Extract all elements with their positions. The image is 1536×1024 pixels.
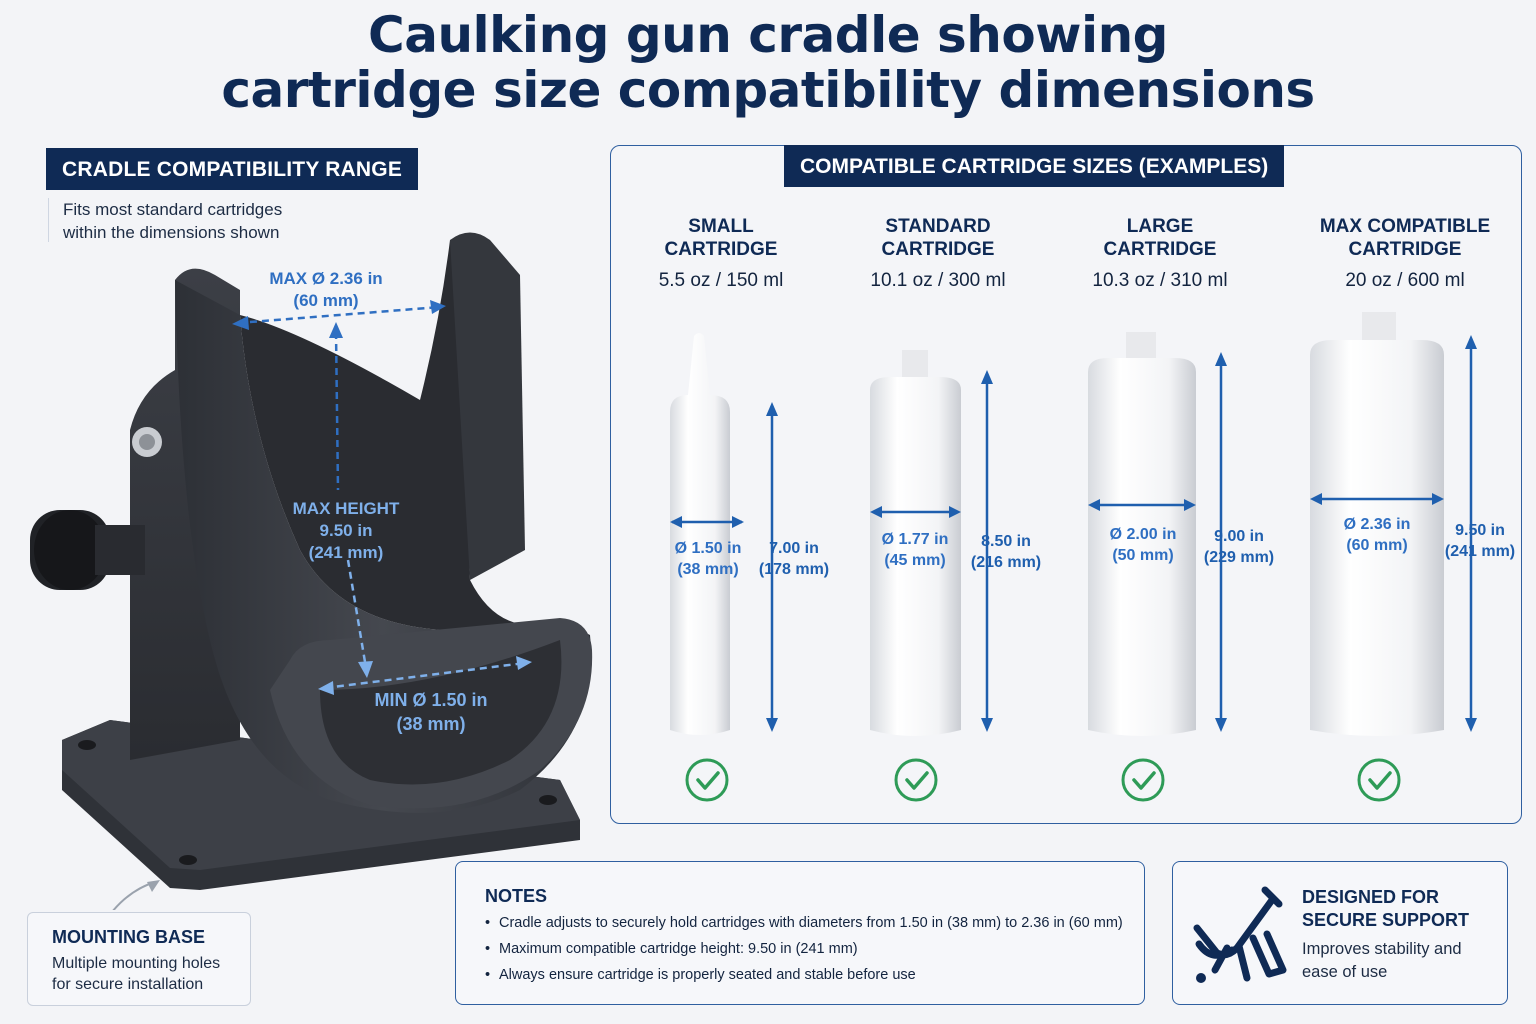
cartridge-small-name-2: CARTRIDGE — [664, 239, 778, 260]
check-icon — [685, 758, 729, 802]
cartridge-standard-volume: 10.1 oz / 300 ml — [870, 270, 1006, 291]
cartridge-max-name-2: CARTRIDGE — [1348, 239, 1462, 260]
range-line-1: Fits most standard cartridges — [63, 200, 283, 219]
cradle-max-height-in: 9.50 in — [319, 521, 373, 540]
mounting-base-description: Multiple mounting holes for secure insta… — [52, 953, 220, 995]
notes-item: •Cradle adjusts to securely hold cartrid… — [485, 915, 1123, 931]
cartridge-small — [670, 333, 778, 802]
cradle-max-height-label: MAX HEIGHT 9.50 in (241 mm) — [276, 498, 416, 564]
support-title: DESIGNED FOR SECURE SUPPORT — [1302, 886, 1502, 932]
cartridge-large-diameter-in: Ø 2.00 in — [1109, 526, 1177, 543]
cartridge-max-header: MAX COMPATIBLE CARTRIDGE 20 oz / 600 ml — [1305, 215, 1505, 293]
cartridge-large-diameter: Ø 2.00 in (50 mm) — [1098, 524, 1188, 566]
cartridge-small-height: 7.00 in (178 mm) — [752, 538, 836, 580]
cartridge-large — [1088, 332, 1227, 802]
cartridge-large-volume: 10.3 oz / 310 ml — [1092, 270, 1228, 291]
cartridge-standard — [870, 350, 993, 802]
cartridge-max-height: 9.50 in (241 mm) — [1440, 520, 1520, 562]
cartridge-large-header: LARGE CARTRIDGE 10.3 oz / 310 ml — [1079, 215, 1241, 293]
cartridge-standard-height: 8.50 in (216 mm) — [964, 531, 1048, 573]
page-title: Caulking gun cradle showing cartridge si… — [0, 8, 1536, 118]
cartridge-large-diameter-mm: (50 mm) — [1112, 547, 1174, 564]
cradle-max-height-title: MAX HEIGHT — [292, 499, 400, 518]
cartridge-illustrations — [670, 312, 1477, 802]
caulking-gun-icon — [1193, 886, 1287, 983]
cartridge-max-name-1: MAX COMPATIBLE — [1319, 216, 1491, 237]
cartridge-large-name-1: LARGE — [1126, 216, 1194, 237]
range-badge: CRADLE COMPATIBILITY RANGE — [46, 148, 419, 190]
cartridge-large-height-mm: (229 mm) — [1203, 549, 1275, 566]
support-line-1: Improves stability and — [1302, 940, 1462, 958]
range-description: Fits most standard cartridges within the… — [48, 198, 363, 242]
notes-item-text: Always ensure cartridge is properly seat… — [499, 967, 916, 983]
cartridge-small-diameter-mm: (38 mm) — [677, 561, 739, 578]
check-icon — [894, 758, 938, 802]
cradle-min-diameter-label: MIN Ø 1.50 in (38 mm) — [356, 688, 506, 736]
cartridge-panel-badge: COMPATIBLE CARTRIDGE SIZES (EXAMPLES) — [784, 145, 1285, 187]
notes-title: NOTES — [485, 886, 548, 906]
notes-list: •Cradle adjusts to securely hold cartrid… — [485, 910, 1123, 988]
title-line-1: Caulking gun cradle showing — [368, 6, 1168, 64]
title-line-2: cartridge size compatibility dimensions — [221, 61, 1315, 119]
cartridge-max-height-mm: (241 mm) — [1444, 543, 1516, 560]
cartridge-standard-height-in: 8.50 in — [981, 533, 1031, 550]
cradle-min-diameter-mm: (38 mm) — [396, 714, 466, 734]
cradle-max-height-mm: (241 mm) — [308, 543, 384, 562]
cradle-illustration — [30, 232, 593, 910]
cartridge-large-height: 9.00 in (229 mm) — [1196, 526, 1282, 568]
cartridge-standard-height-mm: (216 mm) — [970, 554, 1042, 571]
cradle-max-diameter-label: MAX Ø 2.36 in (60 mm) — [250, 268, 402, 312]
cartridge-small-height-mm: (178 mm) — [758, 561, 830, 578]
cartridge-standard-name-2: CARTRIDGE — [881, 239, 995, 260]
mounting-base-title: MOUNTING BASE — [52, 927, 205, 947]
notes-box: NOTES •Cradle adjusts to securely hold c… — [455, 861, 1145, 1005]
cradle-min-diameter-in: MIN Ø 1.50 in — [374, 690, 488, 710]
cartridge-small-volume: 5.5 oz / 150 ml — [658, 270, 784, 291]
cartridge-max-volume: 20 oz / 600 ml — [1345, 270, 1465, 291]
mounting-base-line-1: Multiple mounting holes — [52, 955, 221, 972]
cartridge-small-height-in: 7.00 in — [769, 540, 819, 557]
cartridge-standard-diameter: Ø 1.77 in (45 mm) — [872, 529, 958, 571]
cradle-max-diameter-in: MAX Ø 2.36 in — [269, 269, 383, 288]
mounting-base-line-2: for secure installation — [52, 976, 204, 993]
check-icon — [1357, 758, 1401, 802]
cartridge-standard-diameter-mm: (45 mm) — [884, 552, 946, 569]
cartridge-small-header: SMALL CARTRIDGE 5.5 oz / 150 ml — [640, 215, 802, 293]
cartridge-small-diameter: Ø 1.50 in (38 mm) — [665, 538, 751, 580]
range-line-2: within the dimensions shown — [63, 223, 280, 242]
cartridge-max — [1310, 312, 1477, 802]
support-description: Improves stability and ease of use — [1302, 938, 1502, 984]
notes-item-text: Maximum compatible cartridge height: 9.5… — [499, 941, 858, 957]
cartridge-max-height-in: 9.50 in — [1455, 522, 1505, 539]
mounting-base-callout: MOUNTING BASE Multiple mounting holes fo… — [27, 912, 251, 1006]
notes-item-text: Cradle adjusts to securely hold cartridg… — [499, 915, 1123, 931]
cartridge-standard-header: STANDARD CARTRIDGE 10.1 oz / 300 ml — [857, 215, 1019, 293]
support-title-line-1: DESIGNED FOR — [1302, 887, 1440, 907]
cartridge-standard-diameter-in: Ø 1.77 in — [881, 531, 949, 548]
support-line-2: ease of use — [1302, 963, 1388, 981]
cartridge-max-diameter-mm: (60 mm) — [1346, 537, 1408, 554]
notes-item: •Always ensure cartridge is properly sea… — [485, 967, 916, 983]
cartridge-small-name-1: SMALL — [688, 216, 754, 237]
cartridge-max-diameter-in: Ø 2.36 in — [1343, 516, 1411, 533]
cartridge-small-diameter-in: Ø 1.50 in — [674, 540, 742, 557]
cartridge-max-diameter: Ø 2.36 in (60 mm) — [1332, 514, 1422, 556]
cartridge-standard-name-1: STANDARD — [885, 216, 991, 237]
check-icon — [1121, 758, 1165, 802]
cartridge-large-name-2: CARTRIDGE — [1103, 239, 1217, 260]
support-title-line-2: SECURE SUPPORT — [1302, 910, 1470, 930]
cartridge-large-height-in: 9.00 in — [1214, 528, 1264, 545]
support-box: DESIGNED FOR SECURE SUPPORT Improves sta… — [1172, 861, 1508, 1005]
notes-item: •Maximum compatible cartridge height: 9.… — [485, 941, 858, 957]
cradle-max-diameter-mm: (60 mm) — [293, 291, 359, 310]
